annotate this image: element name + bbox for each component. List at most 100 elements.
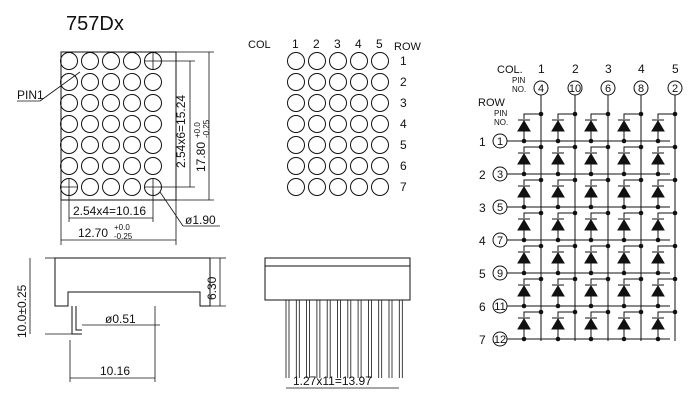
led-diode-icon xyxy=(617,186,631,198)
part-title: 757Dx xyxy=(66,13,124,35)
dim-vertical-pitch: 2.54x6=15.24 xyxy=(174,95,188,168)
pin-lead xyxy=(326,300,331,378)
junction-dot xyxy=(621,171,627,177)
grid-row-number: 2 xyxy=(400,75,407,89)
junction-dot xyxy=(538,111,544,117)
end-body-outline xyxy=(264,257,411,301)
led-dot xyxy=(81,52,99,70)
led-dot xyxy=(60,94,78,112)
dim-width: 12.70 xyxy=(78,226,108,240)
grid-dot xyxy=(329,115,347,133)
junction-dot xyxy=(605,177,611,183)
led-diode-icon xyxy=(551,120,565,132)
col-pin-number: 6 xyxy=(605,83,611,95)
dim-width-tol-plus: +0.0 xyxy=(114,223,130,232)
led-dot xyxy=(123,52,141,70)
led-diode-icon xyxy=(617,285,631,297)
junction-dot xyxy=(621,270,627,276)
schem-col-number: 4 xyxy=(638,62,645,76)
grid-dot xyxy=(329,52,347,70)
led-diode-icon xyxy=(517,285,531,297)
led-dot xyxy=(102,136,120,154)
pin-lead xyxy=(337,300,341,378)
junction-dot xyxy=(538,177,544,183)
junction-dot xyxy=(588,336,594,342)
pin-lead xyxy=(316,300,321,378)
junction-dot xyxy=(572,177,578,183)
grid-row-number: 4 xyxy=(400,117,407,131)
grid-col-number: 1 xyxy=(292,37,299,51)
col-pin-number: 4 xyxy=(538,83,544,95)
led-diode-icon xyxy=(584,120,598,132)
grid-dot xyxy=(371,136,389,154)
junction-dot xyxy=(588,237,594,243)
led-dot xyxy=(123,178,141,196)
led-dot xyxy=(60,73,78,91)
schem-row-number: 7 xyxy=(479,333,486,347)
schem-row-number: 5 xyxy=(479,267,486,281)
junction-dot xyxy=(555,171,561,177)
led-dot xyxy=(81,115,99,133)
grid-dot xyxy=(308,115,326,133)
junction-dot xyxy=(572,111,578,117)
pin-lead xyxy=(295,300,300,378)
led-dot xyxy=(81,73,99,91)
grid-dot xyxy=(308,73,326,91)
junction-dot xyxy=(521,303,527,309)
schem-col-pin-label-2: NO. xyxy=(512,85,526,94)
junction-dot xyxy=(605,276,611,282)
col-pin-number: 8 xyxy=(638,83,644,95)
led-diode-icon xyxy=(651,252,665,264)
junction-dot xyxy=(538,243,544,249)
schem-col-number: 1 xyxy=(538,62,545,76)
junction-dot xyxy=(588,138,594,144)
junction-dot xyxy=(538,276,544,282)
led-diode-icon xyxy=(584,252,598,264)
junction-dot xyxy=(588,303,594,309)
led-diode-icon xyxy=(617,219,631,231)
led-diode-icon xyxy=(651,120,665,132)
grid-dot xyxy=(308,94,326,112)
grid-dot xyxy=(308,136,326,154)
led-diode-icon xyxy=(517,252,531,264)
junction-dot xyxy=(555,138,561,144)
junction-dot xyxy=(605,144,611,150)
schem-col-label: COL. xyxy=(497,64,523,76)
led-diode-icon xyxy=(584,285,598,297)
led-dot xyxy=(81,94,99,112)
dim-width-tol-minus: -0.25 xyxy=(114,232,133,241)
dim-body-height: 6.30 xyxy=(205,276,219,300)
junction-dot xyxy=(672,309,678,315)
dim-height: 17.80 xyxy=(194,142,208,172)
led-dot xyxy=(81,136,99,154)
end-view: 1.27x11=13.97 xyxy=(264,257,411,389)
led-diode-icon xyxy=(584,153,598,165)
led-diode-icon xyxy=(551,153,565,165)
led-dot xyxy=(144,73,162,91)
led-dot xyxy=(144,136,162,154)
led-dot xyxy=(60,115,78,133)
junction-dot xyxy=(572,210,578,216)
led-dot xyxy=(102,94,120,112)
led-diode-icon xyxy=(517,186,531,198)
junction-dot xyxy=(588,270,594,276)
grid-dot xyxy=(287,73,305,91)
schem-row-number: 3 xyxy=(479,201,486,215)
junction-dot xyxy=(638,144,644,150)
grid-dot xyxy=(371,94,389,112)
led-dot xyxy=(123,136,141,154)
led-diode-icon xyxy=(651,285,665,297)
schem-col-number: 5 xyxy=(672,62,679,76)
junction-dot xyxy=(605,210,611,216)
junction-dot xyxy=(538,309,544,315)
grid-dot xyxy=(308,52,326,70)
junction-dot xyxy=(672,111,678,117)
grid-dot xyxy=(329,157,347,175)
led-diode-icon xyxy=(584,219,598,231)
led-diode-icon xyxy=(651,186,665,198)
grid-dot xyxy=(350,115,368,133)
junction-dot xyxy=(521,270,527,276)
grid-dot xyxy=(350,157,368,175)
led-dot xyxy=(102,73,120,91)
